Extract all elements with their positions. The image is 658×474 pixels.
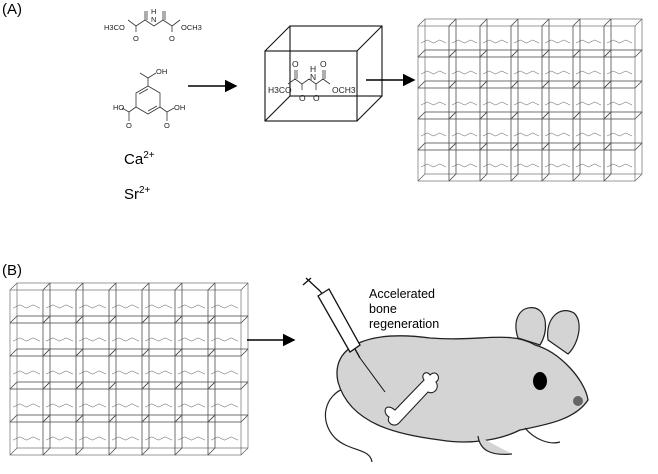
calcium-ion-label: Ca2+ [124, 150, 155, 168]
mouse-back-ear [515, 307, 546, 346]
mouse-front-leg [477, 435, 513, 455]
lattice-cube [207, 381, 249, 423]
linker-amine-h-text: H [151, 7, 156, 16]
syringe-icon [302, 277, 386, 393]
acid-oh-top: OH [156, 67, 167, 76]
caption-line-3: regeneration [369, 317, 440, 331]
linker-carbonyl-o-right: O [169, 34, 175, 43]
unit-cell-amine: N [310, 72, 316, 82]
acid-ho-left: HO [113, 103, 124, 112]
bone-regeneration-caption: Accelerated bone regeneration [369, 287, 439, 332]
caption-line-2: bone [369, 302, 397, 316]
mouse-illustration [324, 307, 589, 463]
unit-cell-o-top-left: O [292, 59, 299, 69]
strontium-ion-label: Sr2+ [124, 185, 151, 203]
unit-cell-cube [264, 25, 383, 122]
iminodiacetate-linker-structure [127, 11, 181, 32]
unit-cell-o-top-right: O [320, 59, 327, 69]
panel-b-label: (B) [2, 262, 22, 279]
unit-cell-amine-h: H [310, 64, 316, 74]
trimesic-acid-structure [121, 72, 175, 121]
mouse-body [336, 335, 589, 443]
lattice-cube [603, 142, 643, 182]
femur-bone [384, 372, 439, 426]
unit-cell-right-methyl: OCH3 [332, 85, 356, 95]
linker-left-methyl-text: H3CO [104, 23, 125, 32]
lattice-cube [207, 414, 249, 456]
linker-amine-text: N [151, 15, 156, 24]
caption-line-1: Accelerated [369, 287, 436, 301]
mouse-hind-foot [524, 427, 561, 444]
acid-oh-right: OH [174, 103, 185, 112]
mouse-tail [324, 387, 373, 463]
mouse-eye [533, 372, 547, 390]
mouse-front-ear [547, 310, 580, 355]
linker-right-methyl-text: OCH3 [181, 23, 202, 32]
linker-carbonyl-o-left: O [133, 34, 139, 43]
unit-cell-left-methyl: H3CO [268, 85, 292, 95]
panel-a-label: (A) [2, 1, 22, 18]
acid-o-left: O [126, 121, 132, 130]
framework-lattice-a [417, 18, 643, 182]
unit-cell-linker-structure [287, 70, 331, 90]
unit-cell-o-right: O [313, 93, 320, 103]
unit-cell-o-left: O [299, 93, 306, 103]
acid-o-right: O [164, 121, 170, 130]
mouse-nose [573, 396, 583, 406]
framework-lattice-b [9, 282, 249, 456]
